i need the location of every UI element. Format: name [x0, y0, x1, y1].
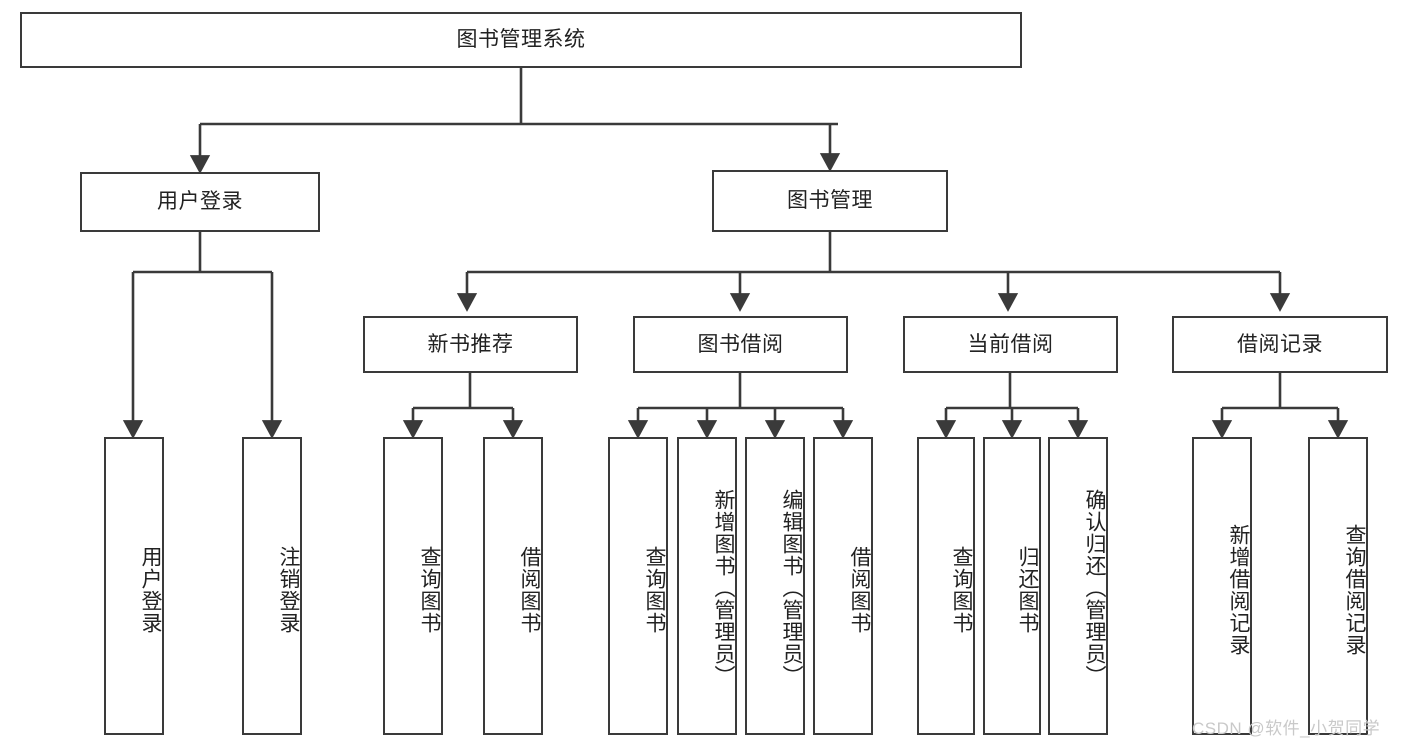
- leaf-borrow-borrow-book[interactable]: 借阅图书: [813, 437, 873, 735]
- node-label: 借阅图书: [518, 546, 541, 634]
- leaf-current-confirm-return-admin[interactable]: 确认归还（管理员）: [1048, 437, 1108, 735]
- node-label: 编辑图书（管理员）: [780, 489, 803, 687]
- leaf-record-query-record[interactable]: 查询借阅记录: [1308, 437, 1368, 735]
- node-label: 图书借阅: [697, 332, 784, 356]
- node-label: 新增借阅记录: [1227, 524, 1250, 656]
- node-root-system[interactable]: 图书管理系统: [20, 12, 1022, 68]
- leaf-user-login-signin[interactable]: 用户登录: [104, 437, 164, 735]
- node-user-login[interactable]: 用户登录: [80, 172, 320, 232]
- node-label: 查询图书: [418, 546, 441, 634]
- node-label: 新增图书（管理员）: [712, 489, 735, 687]
- node-label: 当前借阅: [967, 332, 1054, 356]
- node-label: 归还图书: [1016, 546, 1039, 634]
- node-label: 图书管理: [787, 189, 873, 213]
- node-label: 借阅记录: [1237, 332, 1323, 356]
- node-label: 查询图书: [950, 546, 973, 634]
- node-label: 查询图书: [643, 546, 666, 634]
- node-label: 用户登录: [157, 190, 243, 214]
- leaf-borrow-edit-book-admin[interactable]: 编辑图书（管理员）: [745, 437, 805, 735]
- node-label: 用户登录: [139, 546, 162, 634]
- leaf-borrow-add-book-admin[interactable]: 新增图书（管理员）: [677, 437, 737, 735]
- node-new-book-recommend[interactable]: 新书推荐: [363, 316, 578, 373]
- leaf-record-add-record[interactable]: 新增借阅记录: [1192, 437, 1252, 735]
- node-book-management[interactable]: 图书管理: [712, 170, 948, 232]
- node-book-borrow[interactable]: 图书借阅: [633, 316, 848, 373]
- leaf-current-return-book[interactable]: 归还图书: [983, 437, 1041, 735]
- leaf-user-login-signout[interactable]: 注销登录: [242, 437, 302, 735]
- leaf-recommend-borrow-book[interactable]: 借阅图书: [483, 437, 543, 735]
- node-label: 注销登录: [277, 546, 300, 634]
- node-label: 确认归还（管理员）: [1083, 489, 1106, 687]
- node-label: 新书推荐: [427, 332, 514, 356]
- node-borrow-record[interactable]: 借阅记录: [1172, 316, 1388, 373]
- node-label: 借阅图书: [848, 546, 871, 634]
- csdn-watermark: CSDN @软件_小贺同学: [1192, 719, 1381, 738]
- node-current-borrow[interactable]: 当前借阅: [903, 316, 1118, 373]
- leaf-current-query-book[interactable]: 查询图书: [917, 437, 975, 735]
- leaf-recommend-query-book[interactable]: 查询图书: [383, 437, 443, 735]
- node-label: 查询借阅记录: [1343, 524, 1366, 656]
- node-label: 图书管理系统: [456, 28, 586, 52]
- leaf-borrow-query-book[interactable]: 查询图书: [608, 437, 668, 735]
